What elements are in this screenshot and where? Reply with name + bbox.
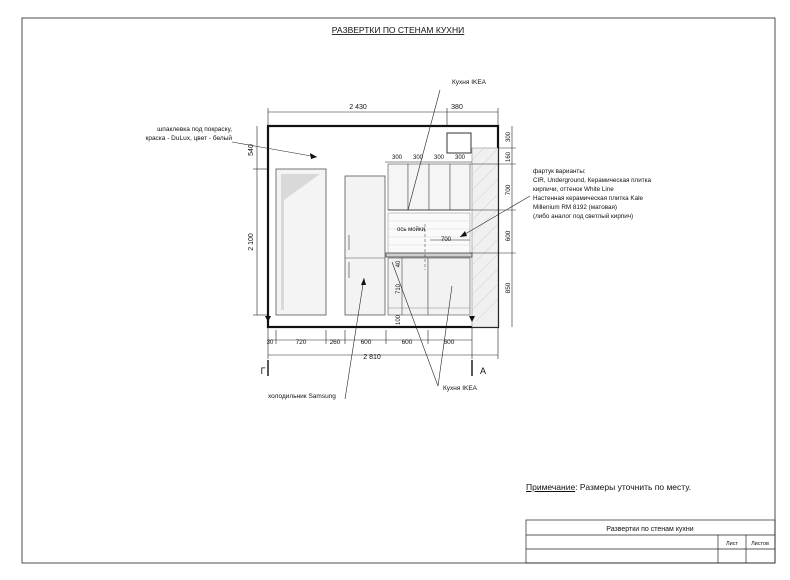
label-apron-5: Millenium RM 8192 (матовая) xyxy=(533,204,617,211)
note-label: Примечание xyxy=(526,482,576,492)
dim-top-total: 2 430 xyxy=(349,104,367,111)
left-dimensions xyxy=(253,126,268,316)
leader-lines xyxy=(231,89,531,400)
stamp-title: Развертки по стенам кухни xyxy=(606,526,694,533)
stamp-sheet-label: Лист xyxy=(726,541,738,547)
right-dimensions xyxy=(470,126,516,327)
label-ikea-top: Кухня IKEA xyxy=(452,79,487,86)
apron-brick-lines xyxy=(388,220,470,246)
label-apron-2: CIR, Underground, Керамическая плитка xyxy=(533,177,651,184)
label-apron-3: кирпичи, оттенок White Line xyxy=(533,186,614,193)
note: Примечание: Размеры уточнить по месту. xyxy=(526,482,691,492)
dim-right-160: 160 xyxy=(506,151,512,162)
dim-in-100: 100 xyxy=(396,314,402,325)
section-label-left: Г xyxy=(261,366,266,376)
note-text: : Размеры уточнить по месту. xyxy=(575,482,692,492)
dim-upper-2: 300 xyxy=(413,155,424,161)
dim-left-2100: 2 100 xyxy=(248,233,255,251)
section-marker-right xyxy=(469,316,475,376)
stamp-sheets-label: Листов xyxy=(751,541,769,547)
drawing-title: РАЗВЕРТКИ ПО СТЕНАМ КУХНИ xyxy=(332,25,464,35)
dim-upper-1: 300 xyxy=(392,155,403,161)
dim-bot-total: 2 810 xyxy=(363,354,381,361)
dim-in-40: 40 xyxy=(396,260,402,267)
dim-right-300: 300 xyxy=(506,131,512,142)
dim-sink-700: 700 xyxy=(441,237,452,243)
label-paint-2: краска - DuLux, цвет - белый xyxy=(145,134,232,142)
apron xyxy=(387,212,471,254)
dim-right-850: 850 xyxy=(505,282,512,293)
duct-box xyxy=(446,132,472,154)
dim-bot-600c: 600 xyxy=(444,339,455,346)
dim-bot-600a: 600 xyxy=(361,339,372,346)
section-marker-left xyxy=(265,316,271,376)
dim-bot-600b: 600 xyxy=(402,339,413,346)
wardrobe-shade xyxy=(281,174,320,310)
wall-column-hatch xyxy=(471,147,499,322)
dim-left-540: 540 xyxy=(248,144,255,156)
bottom-dimensions xyxy=(267,327,499,359)
label-apron-6: (либо аналог под светлый кирпич) xyxy=(533,212,633,220)
dim-top-right: 380 xyxy=(451,104,463,111)
upper-cabinets xyxy=(387,163,471,211)
dim-right-600: 600 xyxy=(505,230,512,241)
title-block xyxy=(525,519,776,564)
dim-bot-720: 720 xyxy=(296,339,307,346)
countertop xyxy=(385,252,473,258)
label-sink-axis: ось мойки xyxy=(397,226,425,233)
fridge xyxy=(344,175,386,316)
label-ikea-bottom: Кухня IKEA xyxy=(443,385,478,392)
dim-right-700: 700 xyxy=(505,184,512,195)
dim-bot-30: 30 xyxy=(267,340,274,346)
label-fridge: холодильник Samsung xyxy=(268,393,336,400)
wall-column xyxy=(471,147,499,328)
dim-upper-4: 300 xyxy=(455,155,466,161)
top-dimensions xyxy=(267,108,499,163)
section-label-right: А xyxy=(480,366,486,376)
dim-in-710: 710 xyxy=(396,283,402,294)
sheet-frame xyxy=(21,17,776,564)
label-paint-1: шпаклевка под покраску, xyxy=(157,126,232,133)
label-apron-4: Настенная керамическая плитка Kale xyxy=(533,195,644,202)
dim-bot-260: 260 xyxy=(330,339,341,346)
dim-upper-3: 300 xyxy=(434,155,445,161)
label-apron-1: фартук варианты: xyxy=(533,168,586,175)
